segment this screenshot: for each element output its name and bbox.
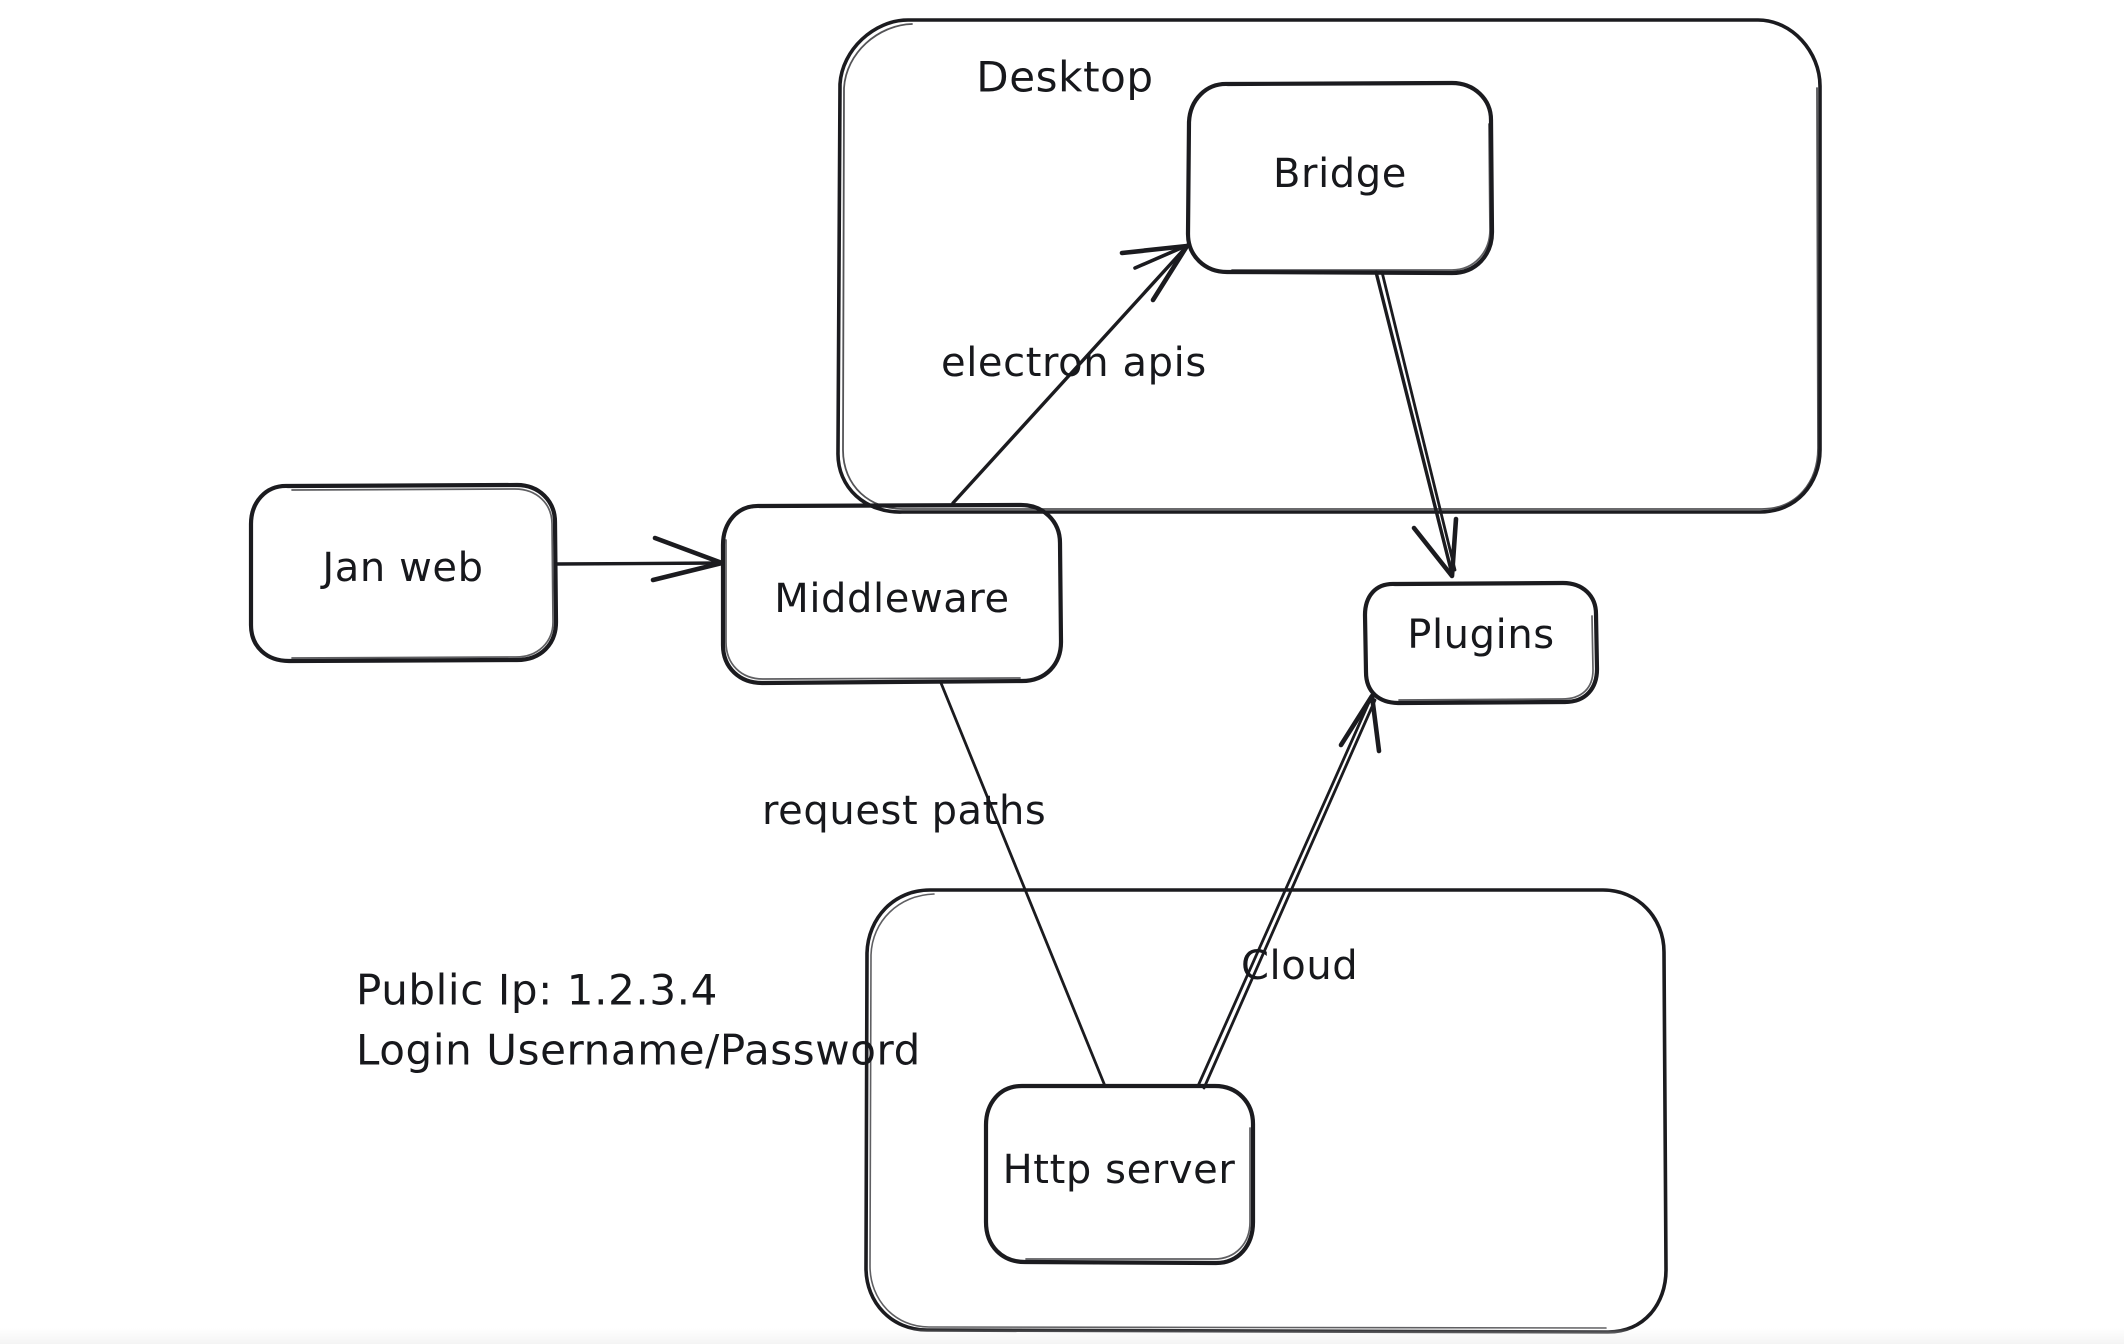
edge-middleware-to-bridge-arrowhead-extra [1133,243,1190,270]
edge-http-server-to-plugins-arrowhead [1338,693,1382,754]
edge-middleware-to-bridge-line [951,244,1189,505]
edge-http-server-to-plugins-label: Cloud [1241,943,1358,989]
edge-bridge-to-plugins-line-secondary [1380,270,1457,572]
node-http-server-outline-secondary [1025,1127,1251,1260]
node-http-server-outline [983,1083,1256,1266]
edge-jan-web-to-middleware-line [554,561,724,566]
node-bridge-outline [1185,80,1495,276]
notes-block[interactable]: Public Ip: 1.2.3.4 Login Username/Passwo… [356,966,921,1075]
edge-bridge-to-plugins[interactable] [1374,270,1459,579]
node-jan-web-label: Jan web [319,545,483,591]
node-middleware-outline [720,502,1064,686]
note-login-credentials: Login Username/Password [356,1026,921,1075]
group-desktop-outline-secondary [842,23,1819,510]
group-desktop-label: Desktop [976,53,1153,102]
edge-middleware-to-bridge[interactable]: electron apis [941,243,1207,505]
node-jan-web[interactable]: Jan web [248,482,559,664]
edge-middleware-to-bridge-arrowhead [1119,243,1190,303]
node-plugins[interactable]: Plugins [1362,580,1600,706]
note-public-ip: Public Ip: 1.2.3.4 [356,966,718,1015]
node-http-server[interactable]: Http server [983,1083,1256,1266]
node-middleware-outline-secondary [725,539,1021,680]
node-jan-web-outline-secondary [291,488,554,659]
node-plugins-outline-secondary [1398,615,1594,701]
edge-middleware-to-http-server-line [939,681,1107,1088]
edge-http-server-to-plugins-line-secondary [1202,698,1377,1090]
group-desktop[interactable]: Desktop [836,18,1822,514]
edge-bridge-to-plugins-arrowhead [1411,516,1459,579]
node-jan-web-outline [248,482,559,664]
node-bridge-label: Bridge [1273,151,1407,197]
edge-middleware-to-http-server-label: request paths [762,788,1046,834]
edge-bridge-to-plugins-line [1374,270,1453,572]
node-http-server-label: Http server [1003,1147,1236,1193]
edge-middleware-to-bridge-label: electron apis [941,340,1207,386]
node-bridge[interactable]: Bridge [1185,80,1495,276]
edge-middleware-to-http-server[interactable]: request paths [762,681,1107,1088]
group-cloud-outline-secondary [869,893,1607,1329]
node-middleware-label: Middleware [774,576,1010,622]
edge-http-server-to-plugins-line [1196,698,1372,1088]
edge-jan-web-to-middleware[interactable] [554,535,725,583]
group-desktop-outline [836,18,1822,514]
node-plugins-label: Plugins [1407,612,1554,658]
edge-jan-web-to-middleware-arrowhead [650,535,725,583]
node-middleware[interactable]: Middleware [720,502,1064,686]
node-plugins-outline [1362,580,1600,706]
edge-http-server-to-plugins[interactable]: Cloud [1196,693,1382,1090]
node-bridge-outline-secondary [1231,123,1491,271]
